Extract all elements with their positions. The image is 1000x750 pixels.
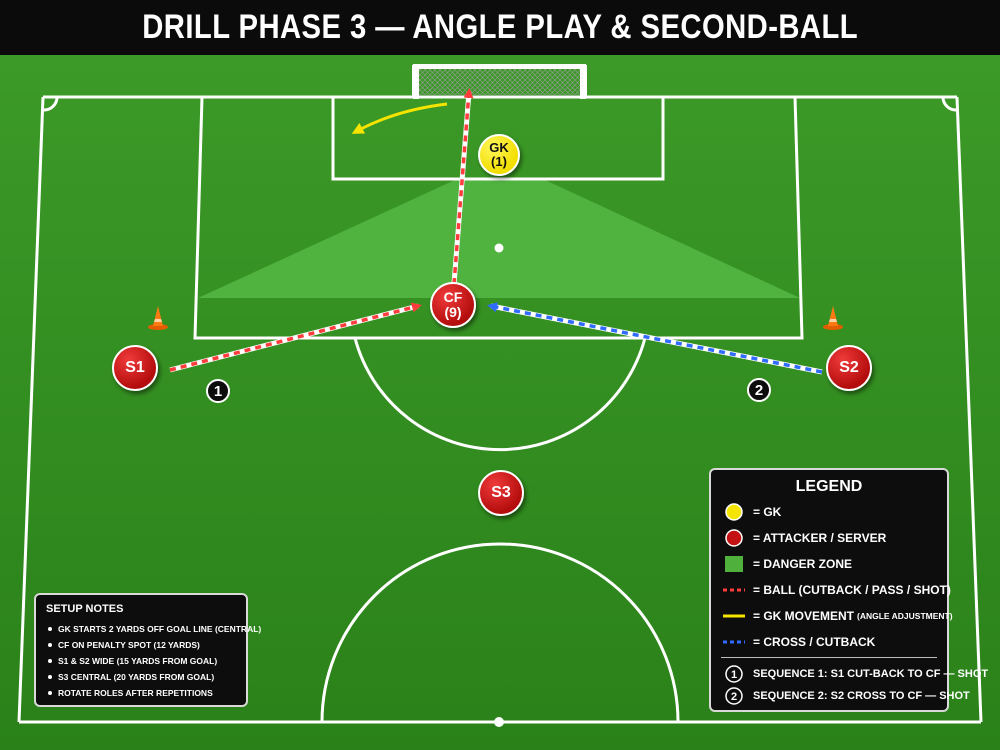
legend-text: = CROSS / CUTBACK — [753, 635, 876, 649]
legend-text: = BALL (CUTBACK / PASS / SHOT) — [753, 583, 951, 597]
touchline-left — [17, 96, 45, 723]
legend-text: = ATTACKER / SERVER — [753, 531, 887, 545]
s3-label: S3 — [491, 483, 511, 501]
cf-label: CF — [443, 289, 463, 306]
legend-text: = DANGER ZONE — [753, 557, 853, 571]
s1-cutback-dash — [169, 302, 422, 372]
setup-note: GK STARTS 2 YARDS OFF GOAL LINE (CENTRAL… — [48, 624, 261, 634]
corner-arc-left — [42, 96, 59, 112]
legend-item-gk: = GK — [721, 502, 781, 522]
sequence-1-icon-number: 1 — [731, 669, 737, 681]
setup-notes-panel: SETUP NOTES GK STARTS 2 YARDS OFF GOAL L… — [34, 593, 261, 707]
sequence-1-marker: 1 — [206, 379, 230, 403]
setup-note-text: S1 & S2 WIDE (15 YARDS FROM GOAL) — [58, 656, 218, 666]
bullet-icon — [48, 675, 52, 679]
diagram-title: DRILL PHASE 3 — ANGLE PLAY & SECOND-BALL — [142, 8, 858, 46]
setup-note-text: CF ON PENALTY SPOT (12 YARDS) — [58, 640, 200, 650]
setup-note-text: ROTATE ROLES AFTER REPETITIONS — [58, 688, 213, 698]
six-yard-box — [331, 97, 665, 181]
legend-sequence-text: SEQUENCE 1: S1 CUT-BACK TO CF — SHOT — [753, 668, 989, 680]
center-forward-marker: CF (9) — [430, 282, 476, 328]
setup-note-text: S3 CENTRAL (20 YARDS FROM GOAL) — [58, 672, 215, 682]
penalty-box — [193, 96, 804, 340]
legend-subtext: (ANGLE ADJUSTMENT) — [857, 611, 953, 621]
title-bar: DRILL PHASE 3 — ANGLE PLAY & SECOND-BALL — [0, 0, 1000, 55]
cone-icon — [148, 306, 168, 330]
legend-sequence-1: 1 SEQUENCE 1: S1 CUT-BACK TO CF — SHOT — [721, 664, 988, 684]
setup-note: ROTATE ROLES AFTER REPETITIONS — [48, 688, 213, 698]
setup-note-text: GK STARTS 2 YARDS OFF GOAL LINE (CENTRAL… — [58, 624, 262, 634]
s2-label: S2 — [839, 358, 859, 376]
legend-text: = GK — [753, 505, 782, 519]
legend-item-danger-zone: = DANGER ZONE — [721, 554, 852, 574]
legend-item-ball: = BALL (CUTBACK / PASS / SHOT) — [721, 580, 951, 600]
server-s1-marker: S1 — [112, 345, 158, 391]
penalty-arc — [353, 337, 647, 452]
blue-dashed-line-icon — [721, 632, 747, 652]
legend-sequence-2: 2 SEQUENCE 2: S2 CROSS TO CF — SHOT — [721, 686, 970, 706]
sequence-2-marker: 2 — [747, 378, 771, 402]
pitch-lines — [17, 95, 983, 724]
sequence-2-icon-number: 2 — [731, 691, 737, 703]
corner-arc-right — [941, 96, 958, 112]
bullet-icon — [48, 627, 52, 631]
goalkeeper-marker: GK (1) — [478, 134, 520, 176]
legend-item-gk-movement: = GK MOVEMENT (ANGLE ADJUSTMENT) — [721, 606, 953, 626]
cone-icon — [823, 306, 843, 330]
setup-notes-title: SETUP NOTES — [46, 603, 124, 615]
red-circle-icon — [721, 528, 747, 548]
bullet-icon — [48, 659, 52, 663]
green-square-icon — [721, 554, 747, 574]
danger-zone — [198, 180, 800, 298]
legend-text: = GK MOVEMENT — [753, 609, 855, 623]
gk-number: (1) — [491, 154, 507, 169]
red-dashed-line-icon — [721, 580, 747, 600]
legend-divider — [721, 657, 937, 658]
sequence-1-icon: 1 — [721, 664, 747, 684]
server-s2-marker: S2 — [826, 345, 872, 391]
legend-sequence-text: SEQUENCE 2: S2 CROSS TO CF — SHOT — [753, 690, 970, 702]
sequence-2-icon: 2 — [721, 686, 747, 706]
penalty-spot — [494, 243, 504, 253]
yellow-circle-icon — [721, 502, 747, 522]
touchline-right — [955, 96, 983, 723]
server-s3-marker: S3 — [478, 470, 524, 516]
bullet-icon — [48, 691, 52, 695]
center-circle — [320, 542, 680, 723]
legend-item-attacker: = ATTACKER / SERVER — [721, 528, 886, 548]
legend-panel: LEGEND = GK = ATTACKER / SERVER = DANGER… — [709, 468, 988, 712]
gk-movement-arrow — [351, 102, 448, 134]
shot-path — [451, 91, 472, 285]
s1-label: S1 — [125, 358, 145, 376]
sequence-1-number: 1 — [213, 382, 223, 400]
setup-note: S1 & S2 WIDE (15 YARDS FROM GOAL) — [48, 656, 217, 666]
s2-cross-dash — [487, 302, 823, 374]
setup-note: CF ON PENALTY SPOT (12 YARDS) — [48, 640, 200, 650]
goal — [412, 64, 587, 99]
bullet-icon — [48, 643, 52, 647]
center-spot — [494, 717, 504, 727]
setup-note: S3 CENTRAL (20 YARDS FROM GOAL) — [48, 672, 214, 682]
sequence-2-number: 2 — [754, 381, 764, 399]
cf-number: (9) — [444, 304, 462, 320]
legend-item-cross: = CROSS / CUTBACK — [721, 632, 875, 652]
legend-title: LEGEND — [795, 478, 863, 495]
yellow-line-icon — [721, 606, 747, 626]
gk-label: GK — [489, 140, 509, 156]
